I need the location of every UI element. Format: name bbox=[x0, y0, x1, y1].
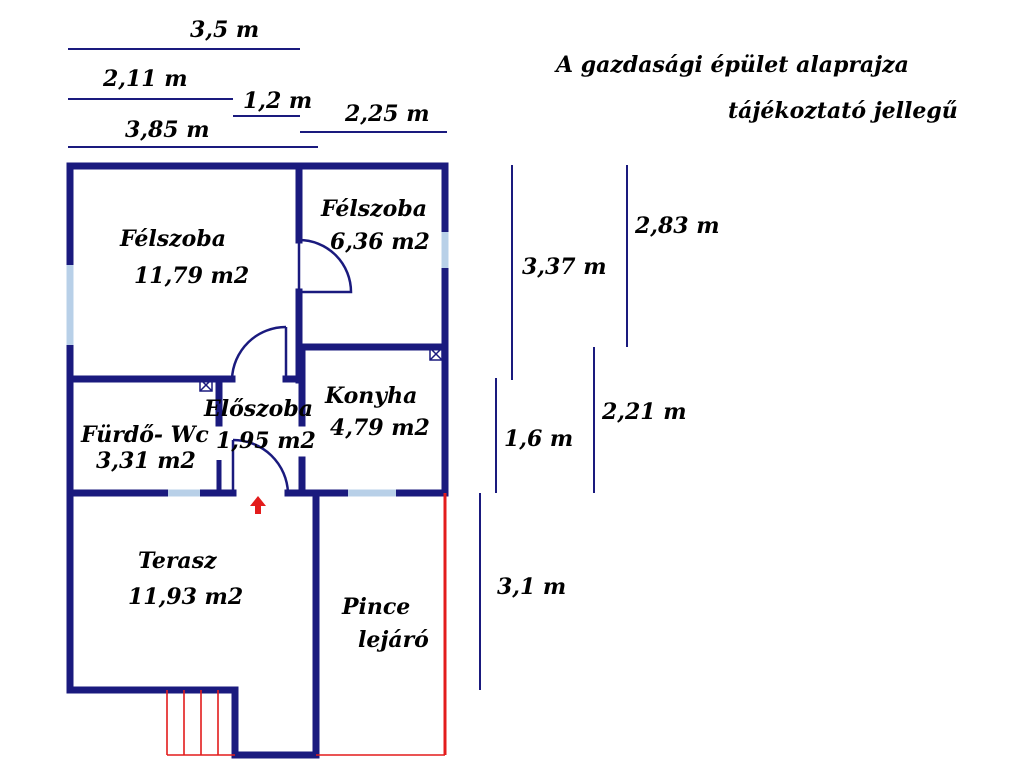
room-area-felszoba-large: 11,79 m2 bbox=[134, 263, 249, 289]
room-name-felszoba-small: Félszoba bbox=[320, 196, 427, 222]
dim-label-2-25: 2,25 m bbox=[344, 101, 430, 127]
windows bbox=[66, 232, 449, 497]
room-area-furdo: 3,31 m2 bbox=[96, 448, 196, 474]
room-name-konyha: Konyha bbox=[324, 383, 417, 409]
dim-label-3-5: 3,5 m bbox=[190, 17, 259, 43]
room-name-terasz: Terasz bbox=[138, 548, 217, 574]
title-line-1: A gazdasági épület alaprajza bbox=[554, 52, 909, 78]
room-area-felszoba-small: 6,36 m2 bbox=[330, 229, 430, 255]
room-name-felszoba-large: Félszoba bbox=[119, 226, 226, 252]
terrace-steps bbox=[166, 690, 235, 756]
room-name-eloszoba: Előszoba bbox=[203, 396, 313, 422]
top-dimensions: 3,5 m 2,11 m 1,2 m 2,25 m 3,85 m bbox=[68, 17, 447, 148]
vent-icon bbox=[199, 347, 443, 392]
dim-label-3-1: 3,1 m bbox=[497, 574, 566, 600]
room-area-terasz: 11,93 m2 bbox=[128, 584, 243, 610]
dim-label-2-83: 2,83 m bbox=[634, 213, 720, 239]
dim-label-3-85: 3,85 m bbox=[125, 117, 210, 143]
dim-label-2-21: 2,21 m bbox=[601, 399, 687, 425]
room-name-pince: Pince bbox=[341, 594, 410, 620]
room-area-eloszoba: 1,95 m2 bbox=[216, 428, 316, 454]
dim-label-3-37: 3,37 m bbox=[522, 254, 607, 280]
walls bbox=[66, 162, 449, 759]
entrance-arrow-icon bbox=[250, 496, 266, 514]
right-dimensions: 3,37 m 2,83 m 1,6 m 2,21 m 3,1 m bbox=[479, 165, 720, 690]
title-line-2: tájékoztató jellegű bbox=[728, 98, 958, 124]
dim-label-2-11: 2,11 m bbox=[102, 66, 188, 92]
room-area-konyha: 4,79 m2 bbox=[330, 415, 430, 441]
dim-label-1-6: 1,6 m bbox=[504, 426, 573, 452]
room-labels: Félszoba 11,79 m2 Félszoba 6,36 m2 Elősz… bbox=[80, 196, 430, 653]
room-name-furdo: Fürdő- Wc bbox=[80, 422, 209, 448]
cellar-stair-outline bbox=[316, 493, 447, 756]
dim-label-1-2: 1,2 m bbox=[243, 88, 312, 114]
doors bbox=[230, 238, 353, 494]
room-area-pince: lejáró bbox=[358, 627, 429, 653]
